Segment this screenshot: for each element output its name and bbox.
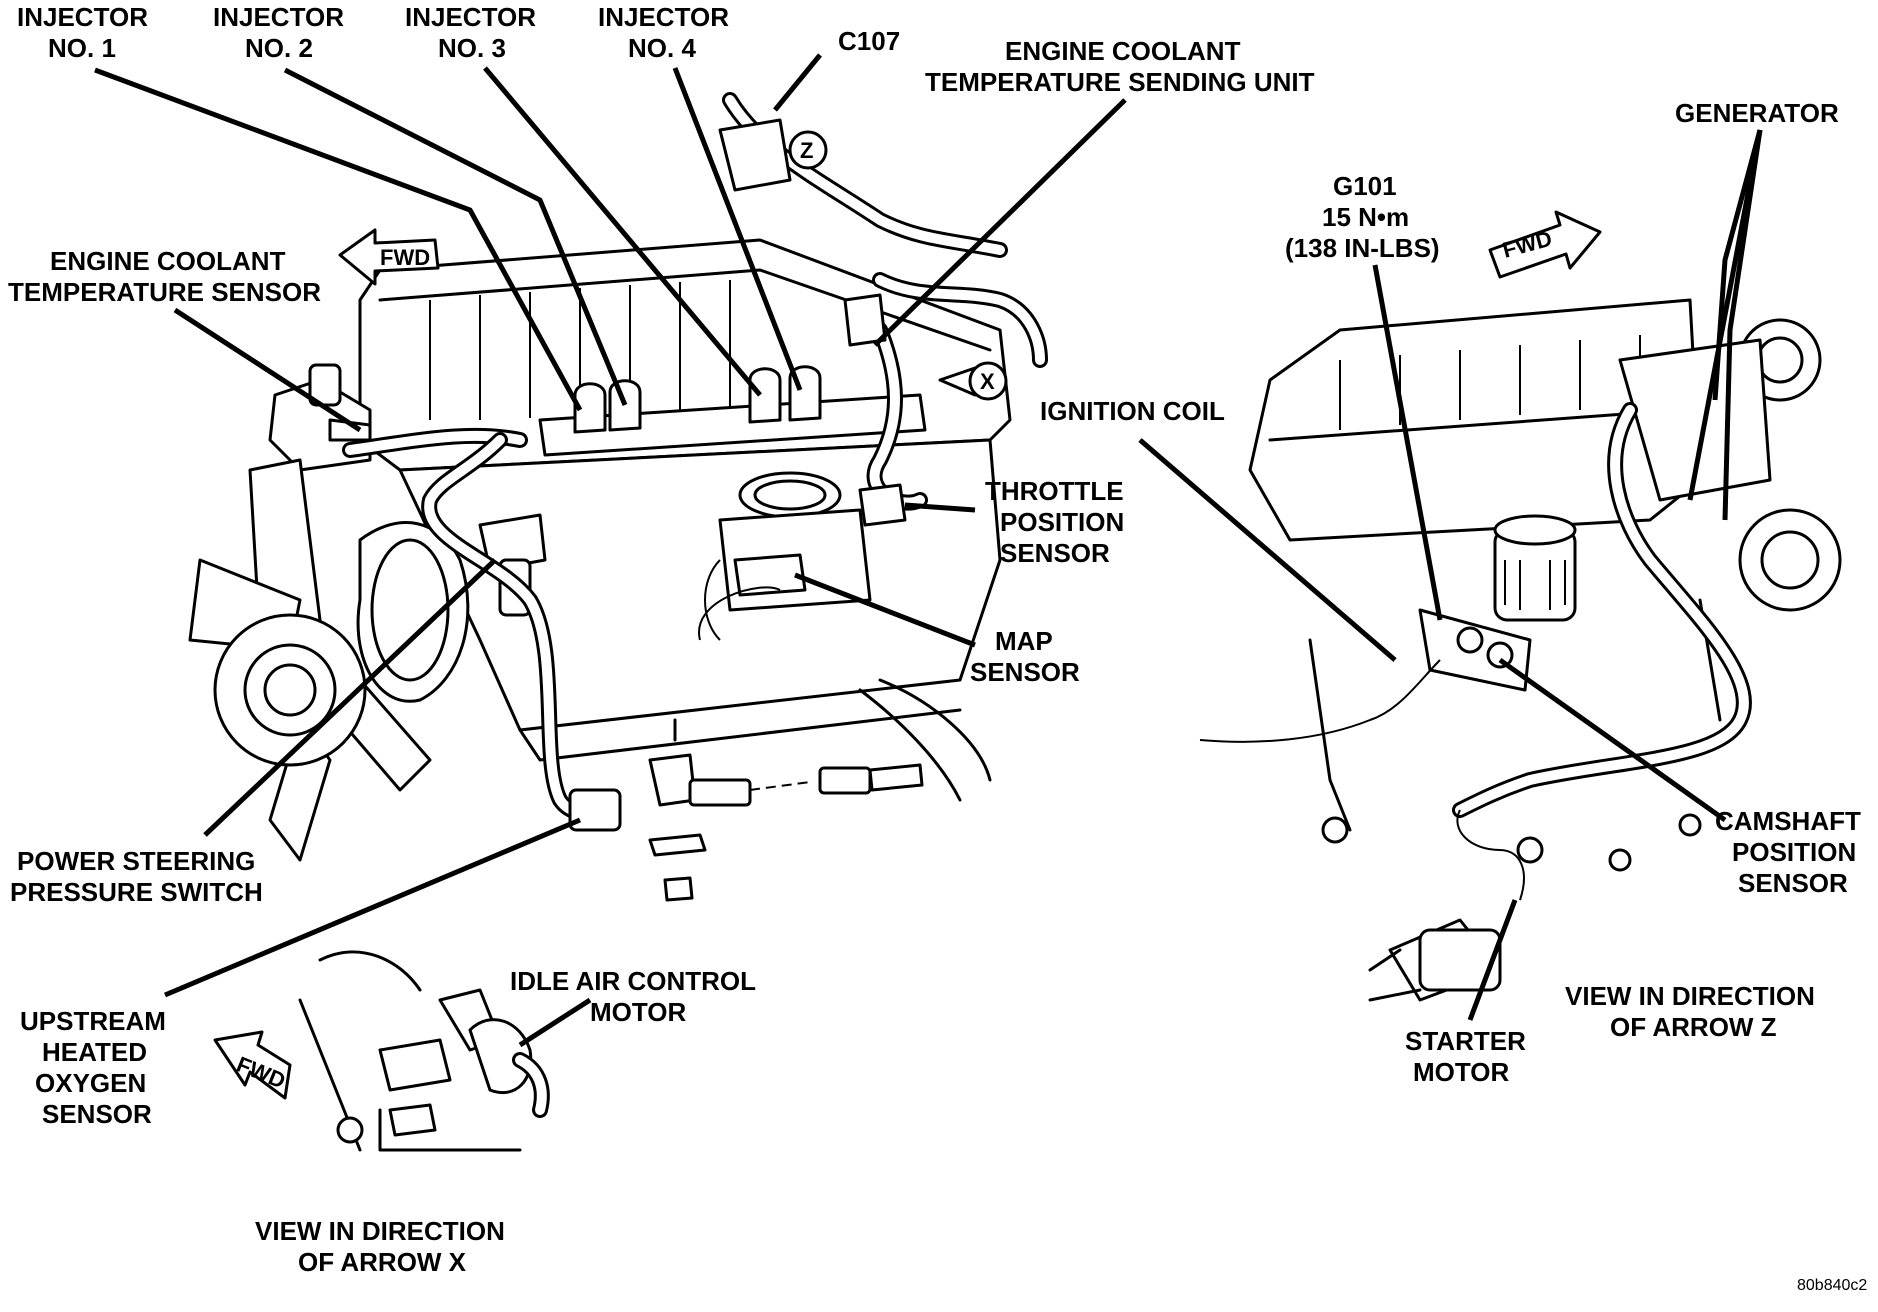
figure-code: 80b840c2 [1797,1277,1867,1294]
label-ect-sensor: ENGINE COOLANT TEMPERATURE SENSOR [8,246,321,307]
label-injector-4: INJECTOR NO. 4 [598,2,736,63]
arrow-x-marker-label: X [980,369,995,394]
fwd-arrow-main-label: FWD [380,245,430,270]
arrow-x-view-drawing [298,950,550,1152]
fwd-arrow-x-view: FWD [213,1030,292,1100]
label-injector-3: INJECTOR NO. 3 [405,2,543,63]
label-starter-motor: STARTER MOTOR [1405,1026,1533,1087]
arrow-x-marker: X [938,361,1008,401]
label-generator: GENERATOR [1675,98,1839,128]
fwd-arrow-main: FWD [338,228,440,286]
fwd-arrow-z-view: FWD [1488,210,1602,279]
label-view-arrow-x: VIEW IN DIRECTION OF ARROW X [255,1216,512,1277]
label-g101: G101 15 N•m (138 IN-LBS) [1285,171,1440,263]
label-power-steering-pressure-switch: POWER STEERING PRESSURE SWITCH [10,846,263,907]
label-upstream-heated-oxygen-sensor: UPSTREAM HEATED OXYGEN SENSOR [20,1006,173,1129]
label-injector-1: INJECTOR NO. 1 [17,2,155,63]
leader-lines [94,53,1763,1048]
label-idle-air-control-motor: IDLE AIR CONTROL MOTOR [510,966,763,1027]
arrow-z-view-drawing [1199,298,1842,1002]
arrow-z-marker: Z [788,130,828,170]
main-engine-drawing [188,92,1048,902]
label-throttle-position-sensor: THROTTLE POSITION SENSOR [985,476,1131,568]
label-map-sensor: MAP SENSOR [970,626,1080,687]
arrow-z-marker-label: Z [800,138,813,163]
label-ect-sending-unit: ENGINE COOLANT TEMPERATURE SENDING UNIT [925,36,1315,97]
label-c107: C107 [838,26,900,56]
label-camshaft-position-sensor: CAMSHAFT POSITION SENSOR [1715,806,1868,898]
label-view-arrow-z: VIEW IN DIRECTION OF ARROW Z [1565,981,1822,1042]
label-injector-2: INJECTOR NO. 2 [213,2,351,63]
label-ignition-coil: IGNITION COIL [1040,396,1225,426]
